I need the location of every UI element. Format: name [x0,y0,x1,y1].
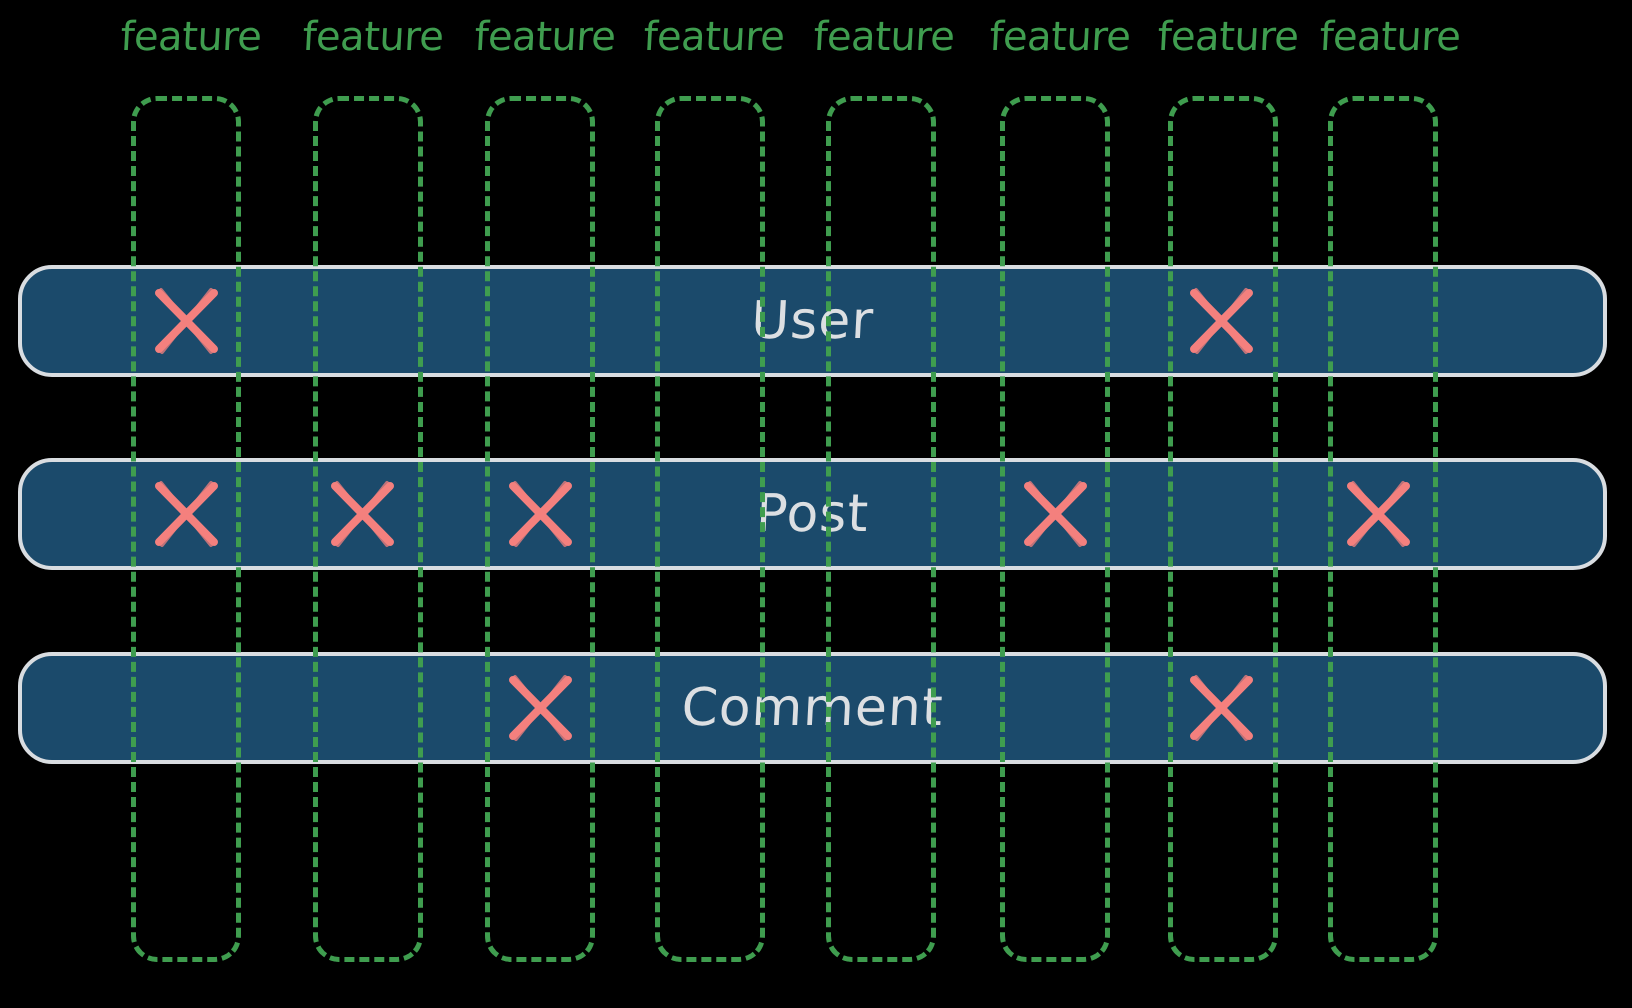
feature-label-1: feature [119,14,263,60]
feature-label-5: feature [812,14,956,60]
entity-bar-comment[interactable]: Comment [18,652,1607,764]
entity-bar-post[interactable]: Post [18,458,1607,570]
entity-bar-user[interactable]: User [18,265,1607,377]
feature-label-8: feature [1318,14,1462,60]
